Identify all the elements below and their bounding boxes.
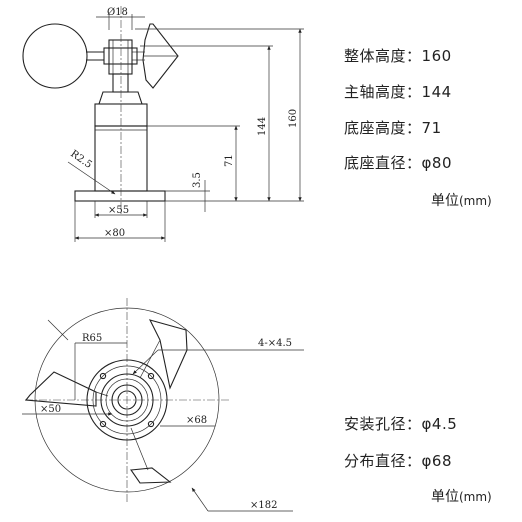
flange <box>74 190 166 202</box>
arm-top-right <box>139 339 161 379</box>
arm-bottom <box>130 427 149 471</box>
spec-value: 71 <box>421 119 442 137</box>
shaft <box>117 390 137 410</box>
side-view: Ø18 R2.5 ×55 ×80 3.5 71 144 160 <box>22 6 304 242</box>
spec-value: φ80 <box>421 154 453 172</box>
dim-axis-height: 144 <box>257 117 268 136</box>
spec-base-height: 底座高度：71 <box>344 117 442 138</box>
spec-value: 144 <box>421 83 452 101</box>
housing-ring <box>100 373 154 427</box>
cup-top-left <box>24 371 97 407</box>
spec-hole-diameter: 安装孔径：φ4.5 <box>344 413 457 434</box>
spec-value: φ4.5 <box>421 415 458 433</box>
cup-top-right <box>148 319 188 390</box>
dim-radius-leader <box>47 319 69 341</box>
leader-holes-arrow <box>132 349 159 375</box>
spec-axis-height: 主轴高度：144 <box>344 81 452 102</box>
hub-top <box>108 39 133 75</box>
neck <box>98 91 143 105</box>
housing-ring-inner <box>105 378 149 422</box>
top-view: R65 4-×4.5 ×50 ×68 ×182 <box>22 298 304 512</box>
stem <box>112 73 129 93</box>
dim-holes: 4-×4.5 <box>258 338 292 349</box>
dim-base-height: 71 <box>224 154 235 167</box>
spec-sep: ： <box>406 47 422 65</box>
hub-collar <box>103 47 138 65</box>
spec-label: 分布直径 <box>344 452 407 470</box>
hub-ring <box>111 384 143 416</box>
dim-radius: R2.5 <box>68 148 94 170</box>
dim-offset: 3.5 <box>192 172 203 188</box>
spec-pitch-diameter: 分布直径：φ68 <box>344 450 452 471</box>
spec-sep: ： <box>406 119 422 137</box>
unit-text: 单位 <box>431 193 459 209</box>
pitch-circle <box>92 365 162 435</box>
unit-label-bottom: 单位(mm) <box>431 486 492 506</box>
mount-hole <box>99 420 107 428</box>
spec-total-height: 整体高度：160 <box>344 45 452 66</box>
leader-sweep-arrow <box>191 487 209 512</box>
unit-mm: (mm) <box>459 490 492 504</box>
dim-top-diameter: Ø18 <box>107 7 128 18</box>
dim-hub: ×50 <box>40 404 61 415</box>
unit-label-top: 单位(mm) <box>431 190 492 210</box>
dim-base-inner: ×55 <box>108 205 129 216</box>
dim-base-outer: ×80 <box>104 228 125 239</box>
dim-top-radius: R65 <box>82 333 102 344</box>
spec-sep: ： <box>406 452 422 470</box>
spec-sep: ： <box>406 83 422 101</box>
unit-mm: (mm) <box>459 194 492 208</box>
mount-hole <box>99 372 107 380</box>
spec-label: 主轴高度 <box>344 83 407 101</box>
spec-value: φ68 <box>421 452 453 470</box>
spec-label: 底座直径 <box>344 154 407 172</box>
spec-label: 底座高度 <box>344 119 407 137</box>
flange-outer <box>86 359 168 441</box>
cup-sphere-left <box>22 23 88 89</box>
dim-pitch: ×68 <box>186 415 207 426</box>
spec-base-diameter: 底座直径：φ80 <box>344 152 452 173</box>
leader-radius <box>67 161 116 195</box>
mount-hole <box>147 372 155 380</box>
dim-total-height: 160 <box>288 109 299 128</box>
spec-label: 安装孔径 <box>344 415 407 433</box>
spec-value: 160 <box>421 47 452 65</box>
spec-sep: ： <box>406 154 422 172</box>
unit-text: 单位 <box>431 489 459 505</box>
spec-label: 整体高度 <box>344 47 407 65</box>
mount-hole <box>147 420 155 428</box>
spec-sep: ： <box>406 415 422 433</box>
dim-sweep: ×182 <box>250 500 277 511</box>
cup-bottom <box>130 467 172 484</box>
